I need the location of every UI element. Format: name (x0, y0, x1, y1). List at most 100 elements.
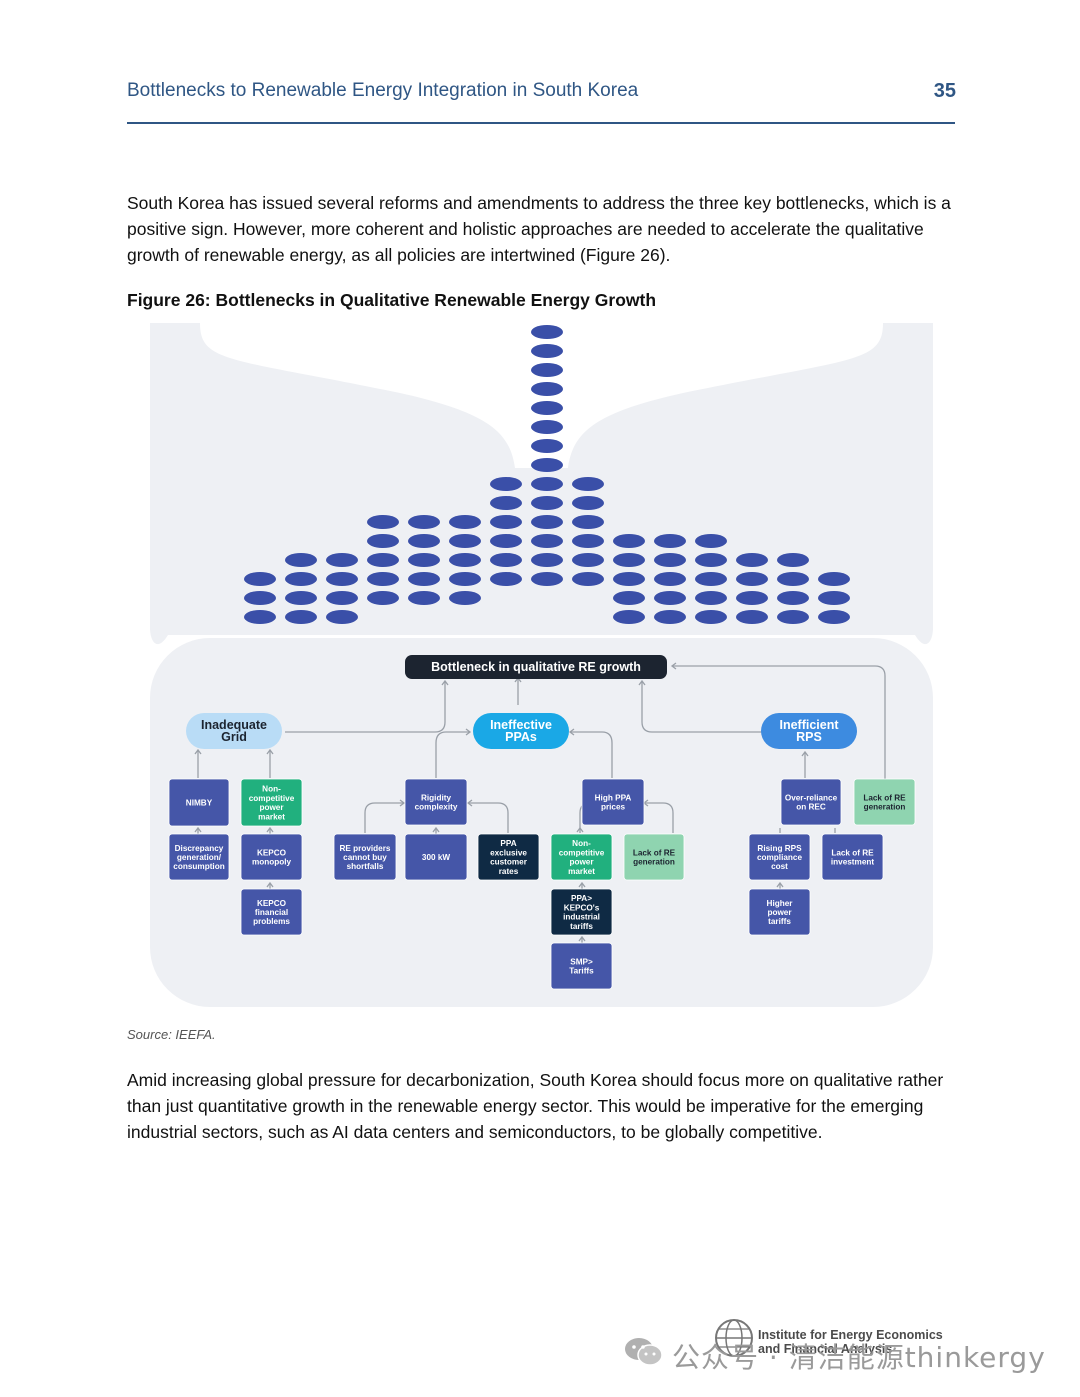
funnel-dot (531, 572, 563, 586)
funnel-dot (490, 496, 522, 510)
category-ineffective-ppas-text: Ineffective (490, 718, 552, 732)
bottleneck-diagram: Bottleneck in qualitative RE growthInade… (150, 306, 933, 1007)
connector-arrow (194, 826, 202, 833)
connector-arrow (776, 881, 784, 888)
node-over-reliance-rec-text: on REC (796, 803, 826, 812)
figure-title: Figure 26: Bottlenecks in Qualitative Re… (127, 290, 657, 310)
funnel-dot (244, 591, 276, 605)
node-smp-tariffs-text: SMP> (570, 957, 593, 966)
node-lack-re-investment-text: investment (831, 858, 874, 867)
connector-arrow (441, 679, 449, 686)
page-number: 35 (933, 80, 956, 102)
node-300kw: 300 kW (404, 833, 468, 881)
node-300kw-text: 300 kW (422, 853, 450, 862)
node-re-providers-box (333, 833, 397, 881)
node-discrepancy-box (168, 833, 230, 881)
node-rigidity-complexity-box (404, 778, 468, 826)
funnel-dot (531, 553, 563, 567)
node-smp-tariffs-text: Tariffs (569, 967, 594, 976)
connector-arrow (266, 826, 274, 833)
category-inefficient-rps-box (761, 713, 857, 749)
node-discrepancy-text: Discrepancy (175, 844, 224, 853)
funnel-dot (408, 553, 440, 567)
node-ppa-kepco-tariffs-text: industrial (563, 913, 600, 922)
node-ppa-exclusive-text: customer (490, 858, 528, 867)
connector-arrow (576, 826, 584, 833)
node-lack-re-investment-box (821, 833, 884, 881)
funnel-dot (285, 572, 317, 586)
node-ppa-kepco-tariffs-text: tariffs (570, 922, 593, 931)
node-lack-re-generation-ppa-text: generation (633, 858, 675, 867)
node-rising-rps-cost-box (748, 833, 811, 881)
connector-arrow (568, 728, 575, 736)
funnel-dot (572, 572, 604, 586)
funnel-dot (367, 534, 399, 548)
funnel-dot (531, 439, 563, 453)
node-rising-rps-cost-text: compliance (757, 853, 802, 862)
funnel-dot (531, 401, 563, 415)
globe-logo-icon (715, 1319, 753, 1357)
funnel-dot (654, 610, 686, 624)
funnel-dot (695, 553, 727, 567)
funnel-dot (695, 610, 727, 624)
connector-arrow (465, 728, 472, 736)
funnel-dot (613, 610, 645, 624)
connector-arrow (194, 748, 202, 755)
node-noncompetitive-market-ppa-text: power (569, 858, 594, 867)
node-ppa-exclusive-box (477, 833, 540, 881)
funnel-dot (695, 572, 727, 586)
funnel-dot (654, 534, 686, 548)
funnel-dot (654, 572, 686, 586)
funnel-dot (613, 534, 645, 548)
funnel-dot (490, 515, 522, 529)
connector-line (285, 681, 446, 733)
funnel-dot (490, 534, 522, 548)
node-rising-rps-cost-text: cost (771, 862, 788, 871)
connector-line (435, 731, 470, 778)
funnel-dot (613, 591, 645, 605)
node-noncompetitive-market-grid-text: Non- (262, 785, 281, 794)
node-high-ppa-prices-text: prices (601, 803, 626, 812)
node-kepco-financial-text: financial (255, 908, 288, 917)
funnel-dot (736, 553, 768, 567)
category-inefficient-rps-text: RPS (796, 730, 822, 744)
node-noncompetitive-market-grid-text: power (259, 803, 284, 812)
node-lack-re-generation-ppa-box (623, 833, 685, 881)
node-noncompetitive-market-ppa-box (550, 833, 613, 881)
funnel-dot (531, 382, 563, 396)
funnel-dot (367, 591, 399, 605)
funnel-dot (531, 515, 563, 529)
root-node: Bottleneck in qualitative RE growth (405, 655, 667, 679)
funnel-dot (736, 591, 768, 605)
node-ppa-kepco-tariffs-text: PPA> (571, 894, 592, 903)
funnel-dot (818, 591, 850, 605)
funnel-dot (736, 610, 768, 624)
wechat-icon (625, 1338, 663, 1366)
connector-arrow (801, 750, 809, 757)
node-ppa-kepco-tariffs-box (550, 888, 613, 936)
connector-line (468, 802, 509, 833)
node-re-providers-text: RE providers (340, 844, 391, 853)
node-smp-tariffs: SMP>Tariffs (550, 942, 613, 990)
connector-line (644, 802, 674, 833)
node-discrepancy-text: generation/ (177, 853, 222, 862)
node-lack-re-generation-rps-text: generation (864, 803, 906, 812)
node-higher-power-tariffs-text: power (767, 908, 792, 917)
connector-line (672, 665, 886, 788)
root-node-text: Bottleneck in qualitative RE growth (431, 660, 641, 674)
category-inadequate-grid-text: Inadequate (201, 718, 267, 732)
header-rule (127, 122, 955, 124)
funnel-dot (531, 496, 563, 510)
funnel-dot (572, 553, 604, 567)
funnel-dot (326, 591, 358, 605)
